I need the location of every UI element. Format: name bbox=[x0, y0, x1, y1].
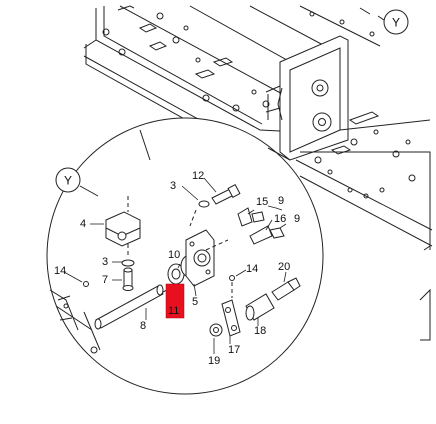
label-leaders bbox=[63, 177, 287, 354]
part-label: 3 bbox=[170, 180, 176, 192]
part-label: 4 bbox=[80, 218, 86, 230]
machine-frame bbox=[83, 5, 433, 341]
part-label: 14 bbox=[54, 265, 66, 277]
part-label: 3 bbox=[102, 256, 108, 268]
view-label-y-top: Y bbox=[392, 16, 400, 30]
part-label: 8 bbox=[140, 320, 146, 332]
detail-parts bbox=[49, 129, 301, 354]
part-label: 17 bbox=[228, 344, 240, 356]
part-label-11-highlighted: 11 bbox=[168, 305, 179, 317]
view-marker-y-detail: Y bbox=[55, 167, 99, 197]
part-label: 10 bbox=[168, 249, 180, 261]
detail-view-circle bbox=[46, 117, 324, 395]
view-marker-y-top: Y bbox=[359, 7, 409, 35]
part-label: 9 bbox=[294, 213, 300, 225]
part-label: 9 bbox=[278, 195, 284, 207]
part-label: 18 bbox=[254, 325, 266, 337]
part-labels: 3 4 3 7 14 8 12 15 9 16 9 10 5 11 14 20 … bbox=[54, 170, 300, 367]
part-label: 15 bbox=[256, 196, 268, 208]
part-label: 12 bbox=[192, 170, 204, 182]
part-label: 7 bbox=[102, 274, 108, 286]
part-label: 14 bbox=[246, 263, 258, 275]
part-label: 5 bbox=[192, 296, 198, 308]
part-label: 20 bbox=[278, 261, 290, 273]
part-label: 16 bbox=[274, 213, 286, 225]
view-label-y-detail: Y bbox=[64, 174, 72, 188]
part-label: 19 bbox=[208, 355, 220, 367]
part-11-highlight bbox=[165, 283, 185, 319]
